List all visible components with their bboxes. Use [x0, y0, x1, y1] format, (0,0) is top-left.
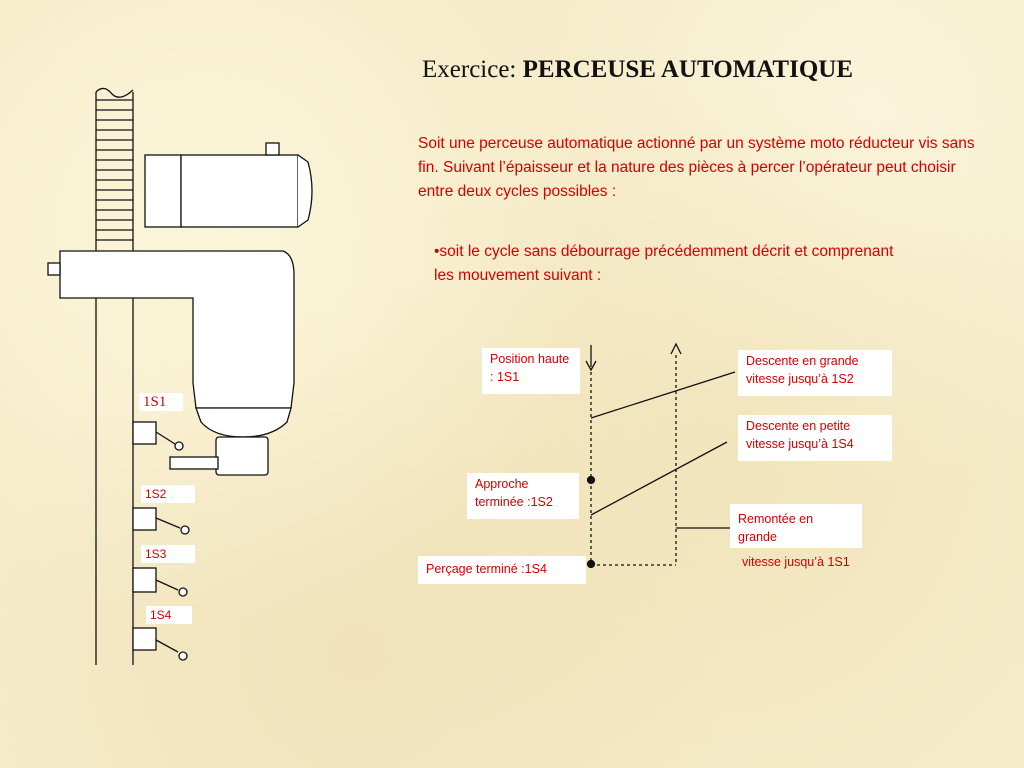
motor: [144, 142, 313, 228]
limit-switch-1S4: [132, 627, 188, 661]
switch-label-1S1: 1S1: [139, 393, 183, 411]
up-arrow-icon: [670, 342, 682, 355]
cycle-bullet: •soit le cycle sans débourrage précédemm…: [434, 243, 894, 284]
label-descente-grande: Descente en grande vitesse jusqu’à 1S2: [738, 350, 892, 396]
drilling-end-point: [586, 559, 596, 569]
label-remontee-suite: vitesse jusqu’à 1S1: [742, 555, 850, 569]
label-descente-petite: Descente en petite vitesse jusqu’à 1S4: [738, 415, 892, 461]
label-approche-terminee: Approche terminée :1S2: [467, 473, 579, 519]
drill-head: [47, 250, 295, 476]
label-percage-termine: Perçage terminé :1S4: [418, 556, 586, 584]
approach-point: [586, 475, 596, 485]
page-title: Exercice: PERCEUSE AUTOMATIQUE: [422, 56, 982, 84]
limit-switch-1S2: [132, 507, 190, 535]
switch-label-1S2: 1S2: [141, 485, 195, 503]
leader-descente-grande: [590, 371, 736, 419]
cycle-diagram: [585, 342, 736, 569]
rack-column: [95, 87, 134, 665]
down-arrow-icon: [585, 360, 597, 372]
label-position-haute: Position haute : 1S1: [482, 348, 580, 394]
label-remontee: Remontée en grande: [730, 504, 862, 548]
limit-switch-1S1: [132, 421, 184, 451]
limit-switch-1S3: [132, 567, 188, 597]
title-main: PERCEUSE AUTOMATIQUE: [522, 56, 854, 83]
leader-descente-petite: [590, 441, 728, 516]
switch-label-1S4: 1S4: [146, 606, 192, 624]
title-prefix: Exercice:: [422, 56, 523, 83]
switch-label-1S3: 1S3: [141, 545, 195, 563]
intro-paragraph: Soit une perceuse automatique actionné p…: [418, 135, 975, 200]
